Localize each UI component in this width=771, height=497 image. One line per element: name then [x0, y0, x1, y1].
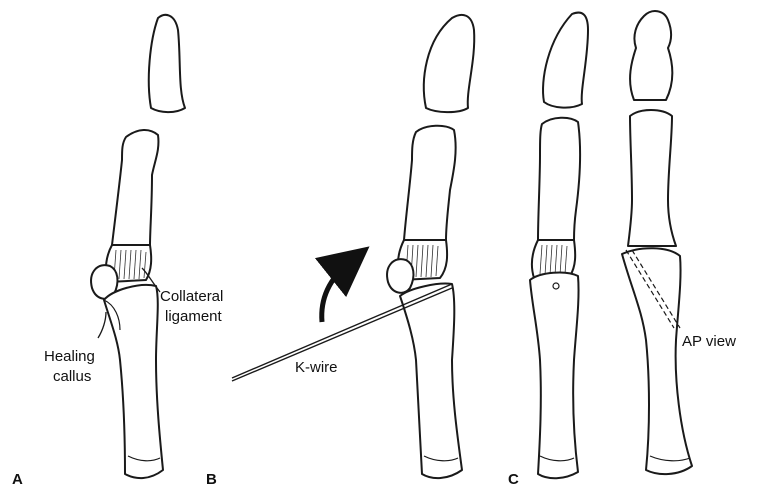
panel-b-middle-phalanx — [404, 126, 456, 240]
panel-c-middle-phalanx — [538, 118, 580, 240]
panel-a-middle-phalanx — [112, 130, 158, 245]
panel-b-label: B — [206, 471, 217, 488]
panel-b-distal-phalanx — [424, 15, 474, 112]
healing-label-line2: callus — [53, 368, 91, 385]
panel-a-label: A — [12, 471, 23, 488]
panel-c-ap-finger — [622, 11, 692, 474]
panel-a-finger — [91, 15, 185, 478]
ap-view-label: AP view — [682, 333, 736, 350]
collateral-label-line1: Collateral — [160, 288, 223, 305]
panel-c-distal-phalanx — [543, 13, 588, 108]
ap-distal-phalanx — [630, 11, 672, 100]
healing-callus-leader-line — [98, 312, 106, 338]
panel-b-finger — [387, 15, 474, 478]
healing-label-line1: Healing — [44, 348, 95, 365]
panel-b-proximal-phalanx — [400, 284, 462, 478]
rotation-arrow — [322, 262, 350, 322]
panel-c-proximal-phalanx — [530, 273, 579, 479]
panel-b-fracture-fragment — [387, 259, 413, 293]
collateral-label-line2: ligament — [165, 308, 223, 325]
k-wire-label: K-wire — [295, 359, 338, 376]
ap-middle-phalanx — [628, 110, 676, 246]
ap-proximal-phalanx — [622, 248, 692, 474]
panel-a-distal-phalanx — [149, 15, 185, 112]
panel-c-lateral-finger — [530, 13, 588, 479]
panel-c-label: C — [508, 471, 519, 488]
panel-a-proximal-phalanx — [104, 285, 163, 478]
